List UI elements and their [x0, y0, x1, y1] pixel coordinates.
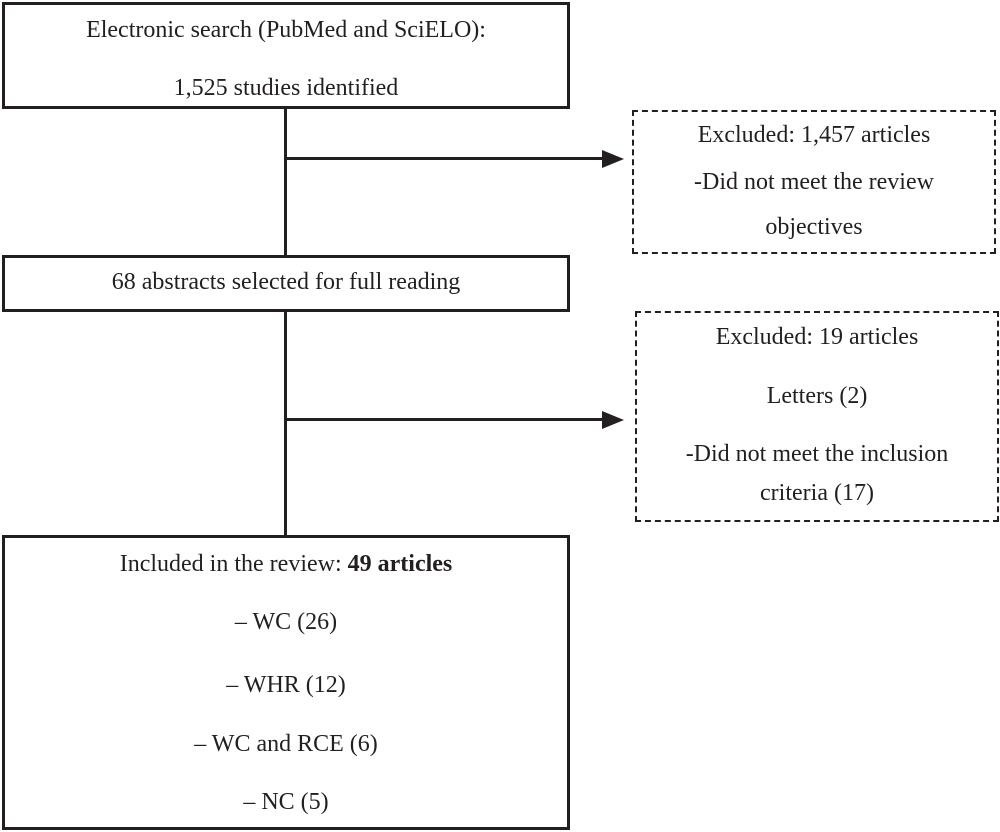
excluded-2-line1: Excluded: 19 articles: [715, 324, 919, 350]
connector-horizontal-1: [284, 157, 604, 160]
search-box-line2: 1,525 studies identified: [173, 75, 399, 101]
excluded-1-line1: Excluded: 1,457 articles: [697, 122, 931, 148]
connector-vertical-1: [284, 107, 287, 257]
selected-line1: 68 abstracts selected for full reading: [111, 269, 461, 295]
connector-horizontal-2: [284, 418, 604, 421]
search-box-line1: Electronic search (PubMed and SciELO):: [86, 17, 486, 43]
included-heading: Included in the review: 49 articles: [5, 550, 567, 578]
excluded-box-2: Excluded: 19 articles Letters (2) -Did n…: [635, 311, 999, 522]
excluded-2-line4: criteria (17): [760, 480, 874, 506]
excluded-1-line2: -Did not meet the review: [694, 169, 934, 195]
excluded-1-line3: objectives: [765, 214, 863, 240]
excluded-2-line2: Letters (2): [766, 383, 868, 409]
included-count: 49 articles: [347, 551, 453, 577]
excluded-box-1: Excluded: 1,457 articles -Did not meet t…: [632, 110, 996, 254]
included-prefix: Included in the review:: [119, 551, 348, 577]
included-item: – NC (5): [243, 789, 329, 815]
arrow-right-icon: [602, 410, 624, 429]
connector-vertical-2: [284, 312, 287, 537]
arrow-right-icon: [602, 149, 624, 168]
included-item: – WC (26): [234, 609, 338, 635]
excluded-2-line3: -Did not meet the inclusion: [685, 441, 949, 467]
included-item: – WHR (12): [226, 672, 346, 698]
selected-abstracts-box: 68 abstracts selected for full reading: [2, 255, 570, 312]
included-box: Included in the review: 49 articles – WC…: [2, 535, 570, 830]
search-box: Electronic search (PubMed and SciELO): 1…: [2, 2, 570, 109]
included-item: – WC and RCE (6): [194, 731, 378, 757]
